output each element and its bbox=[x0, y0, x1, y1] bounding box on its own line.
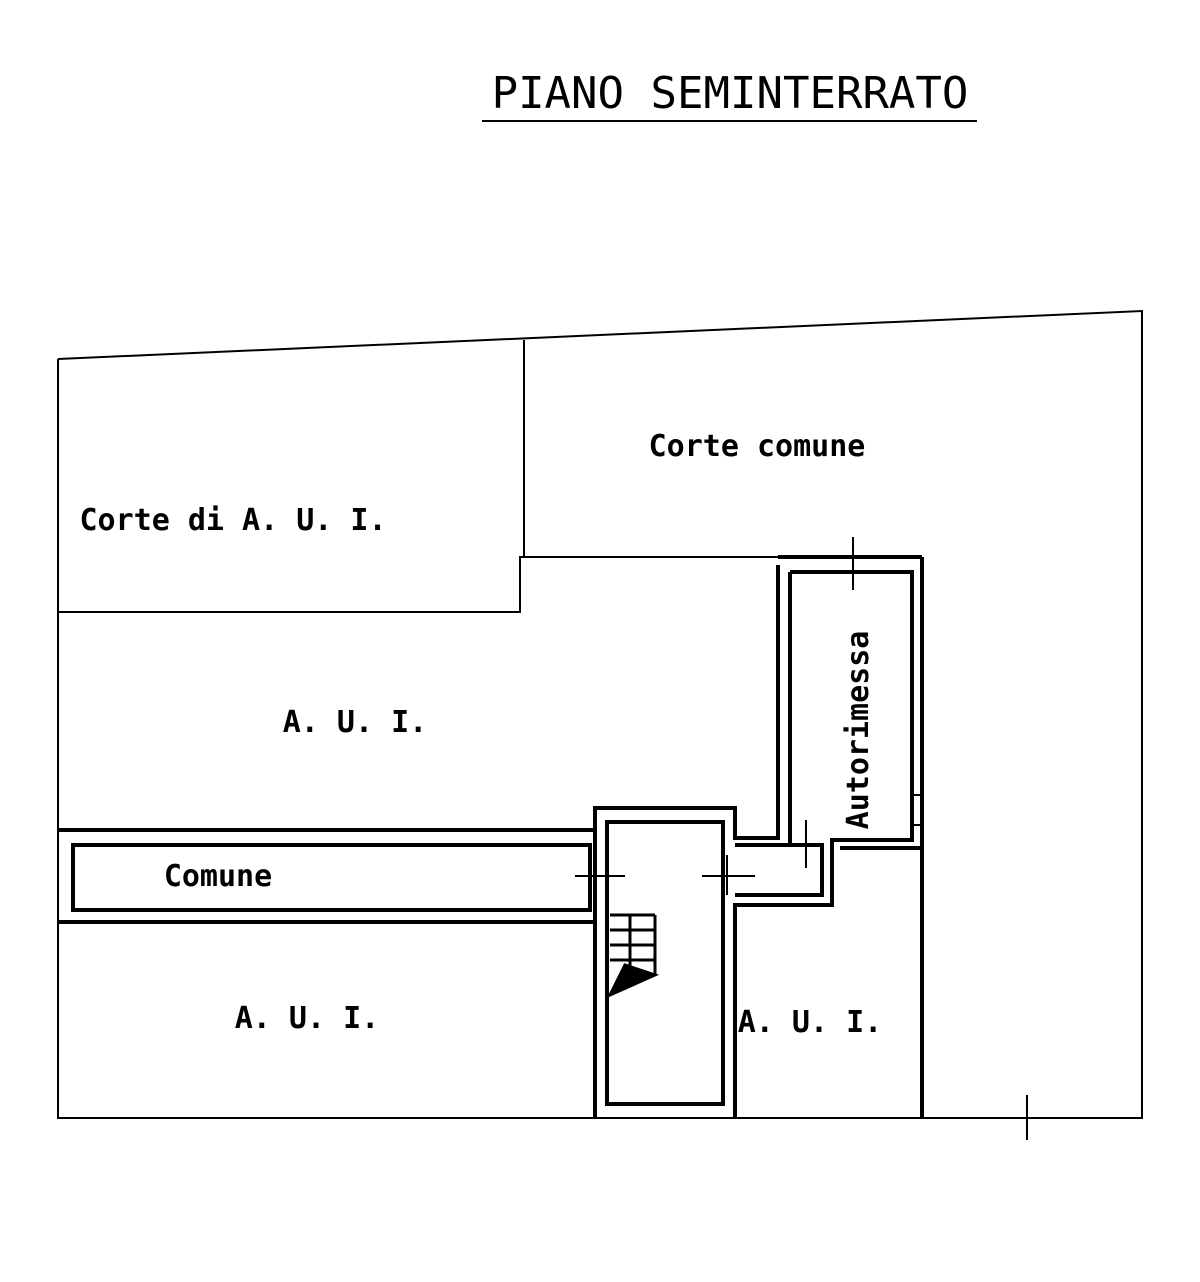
stairs-icon bbox=[606, 913, 660, 999]
room-label-autorimessa: Autorimessa bbox=[841, 631, 876, 830]
room-label-aui-bottom-left: A. U. I. bbox=[235, 1001, 380, 1036]
room-label-aui-top: A. U. I. bbox=[283, 705, 428, 740]
room-label-corte-comune: Corte comune bbox=[649, 429, 866, 464]
plan-title: PIANO SEMINTERRATO bbox=[492, 68, 969, 119]
room-label-comune: Comune bbox=[164, 859, 272, 894]
axis-crosses bbox=[575, 537, 1028, 1140]
room-label-corte-aui: Corte di A. U. I. bbox=[79, 503, 386, 538]
room-label-aui-bottom-right: A. U. I. bbox=[738, 1005, 883, 1040]
courtyard-divider bbox=[58, 340, 525, 613]
building-walls bbox=[58, 555, 924, 1118]
site-boundary bbox=[57, 309, 1143, 1119]
